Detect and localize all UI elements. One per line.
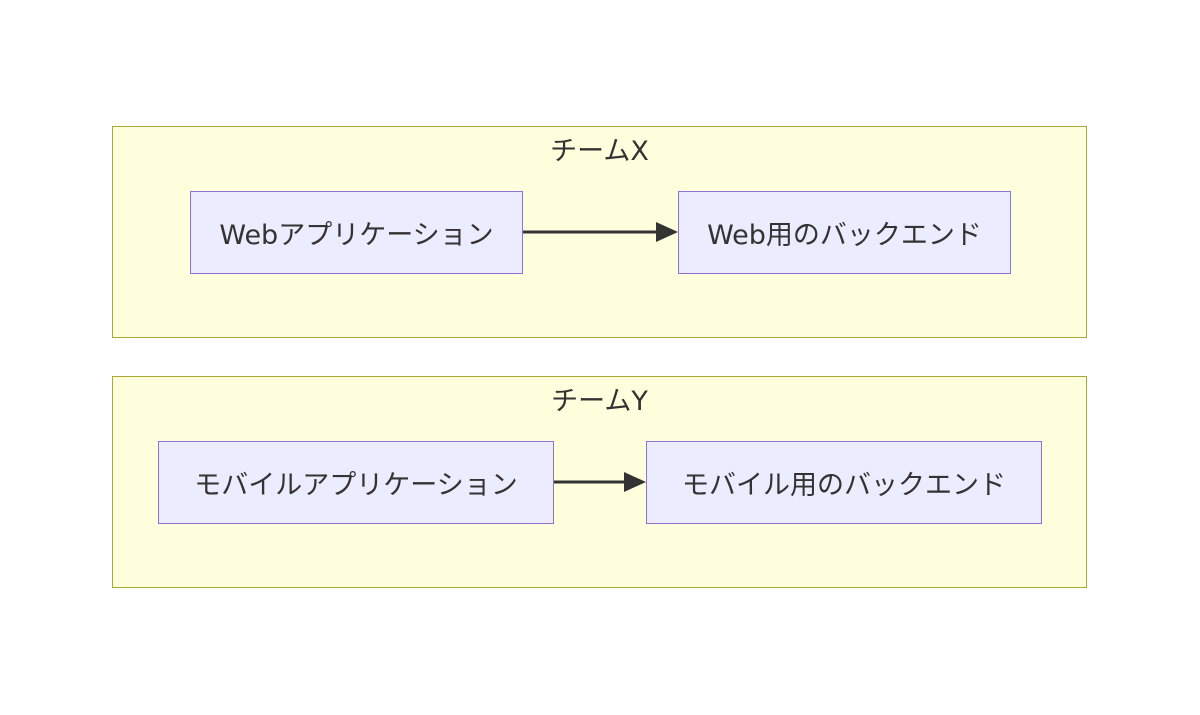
cluster-title-team-y: チームY — [551, 386, 648, 417]
arrowhead-icon — [624, 472, 646, 492]
cluster-title-team-x: チームX — [550, 136, 649, 167]
node-web-application[interactable]: Webアプリケーション — [190, 191, 523, 274]
edge-web-app-to-web-backend — [523, 219, 678, 245]
arrowhead-icon — [656, 222, 678, 242]
node-mobile-application[interactable]: モバイルアプリケーション — [158, 441, 554, 524]
node-mobile-backend[interactable]: モバイル用のバックエンド — [646, 441, 1042, 524]
edge-mobile-app-to-mobile-backend — [554, 469, 646, 495]
node-web-backend[interactable]: Web用のバックエンド — [678, 191, 1011, 274]
